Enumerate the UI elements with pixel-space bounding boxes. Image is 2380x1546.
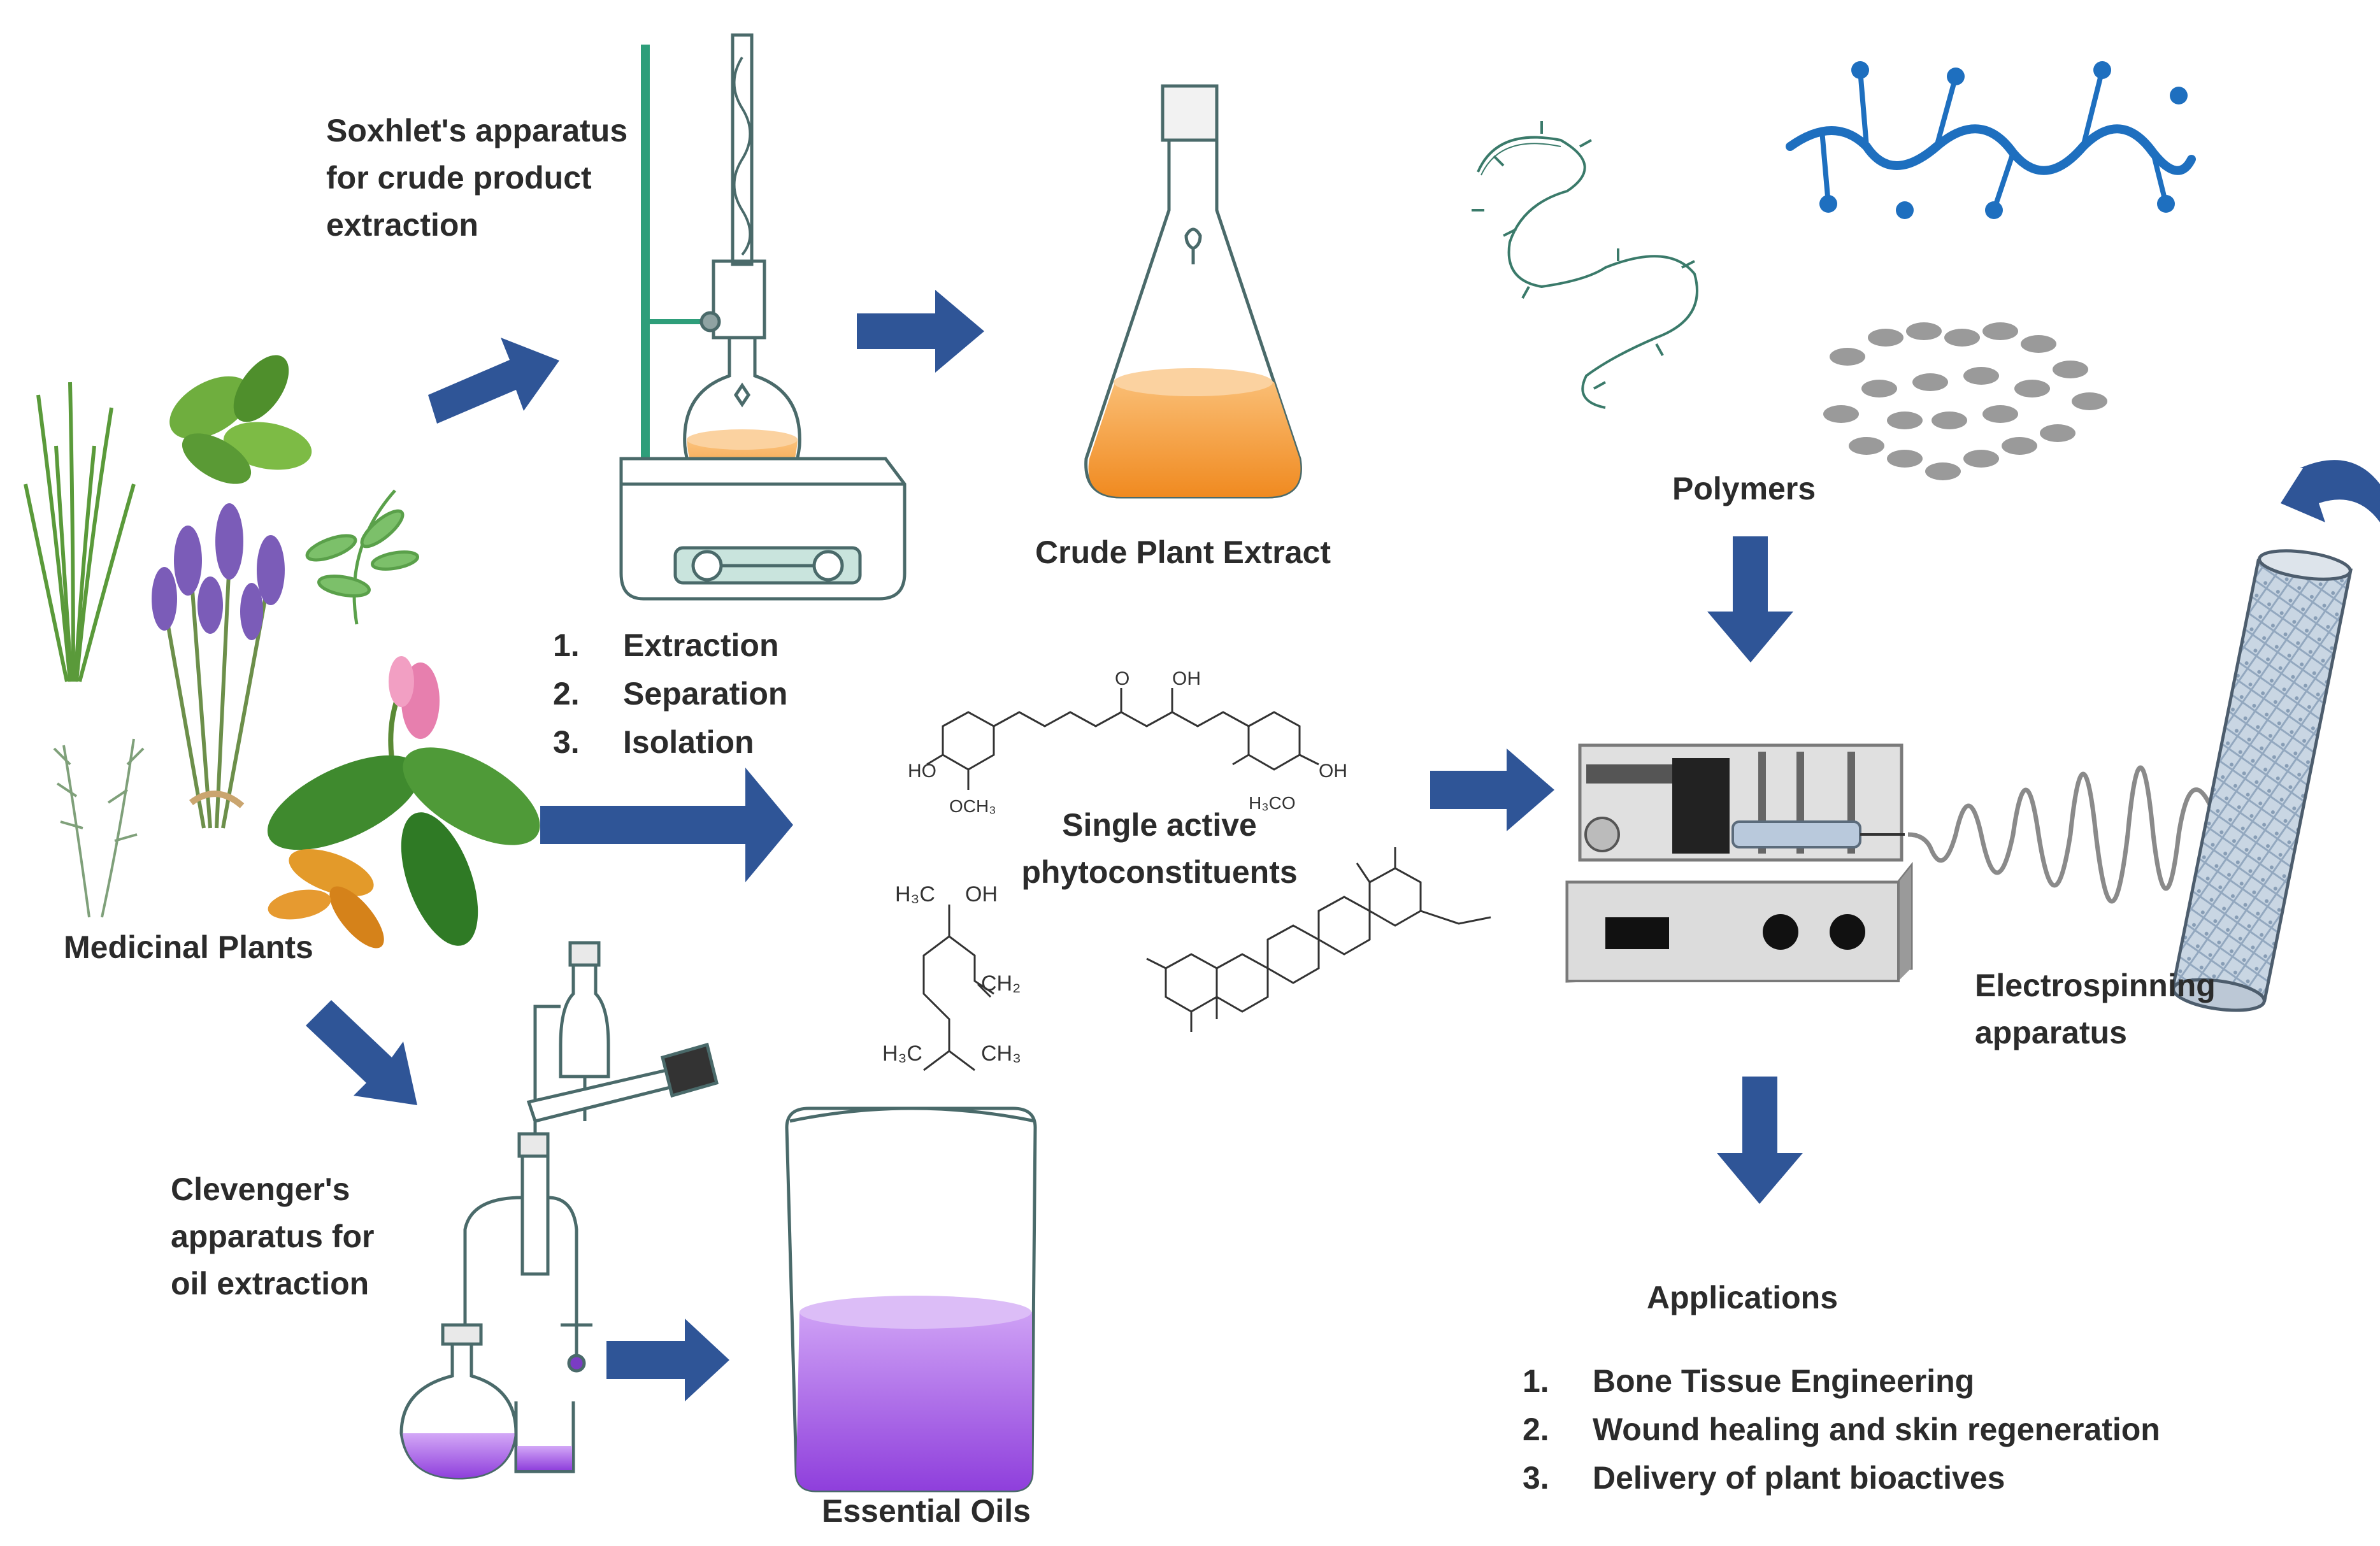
process-step-3-text: Isolation (623, 724, 754, 760)
electrospinning-apparatus-illustration (1565, 743, 2219, 983)
application-item-2-num: 2. (1523, 1412, 1549, 1447)
curcumin-label-o: O (1115, 668, 1129, 689)
application-item-3-text: Delivery of plant bioactives (1593, 1460, 2005, 1496)
polymer-strand-green-icon (1472, 121, 1698, 409)
soxhlet-label-line-1: Soxhlet's apparatus (326, 113, 628, 148)
application-item-1-text: Bone Tissue Engineering (1593, 1363, 1975, 1399)
arrow-plants-to-phyto (540, 768, 793, 882)
process-step-2-num: 2. (553, 676, 580, 712)
crude-extract-flask-illustration (1084, 84, 1302, 499)
linalool-label-ch2: CH₂ (981, 971, 1021, 996)
arrow-phyto-to-electrospinning (1430, 748, 1554, 831)
fern-icon (305, 489, 420, 625)
arrow-plants-to-clevenger (306, 1000, 417, 1105)
process-step-1-text: Extraction (623, 627, 779, 663)
medicinal-plants-illustration (24, 355, 540, 948)
polymer-strand-blue-icon (1786, 61, 2196, 219)
clevenger-label-line-3: oil extraction (171, 1266, 369, 1301)
rotation-arrow-icon (2281, 460, 2380, 522)
curcumin-label-och3: OCH₃ (949, 796, 996, 816)
linalool-label-h3c-top: H₃C (895, 882, 935, 906)
polymers-label: Polymers (1672, 471, 1816, 506)
soxhlet-label: Soxhlet's apparatus for crude product ex… (326, 107, 627, 248)
application-item-2: 2. Wound healing and skin regeneration (1523, 1405, 2160, 1454)
single-active-label-line-2: phytoconstituents (1021, 854, 1298, 890)
essential-oils-label: Essential Oils (822, 1493, 1031, 1529)
process-step-3: 3. Isolation (553, 718, 787, 766)
linalool-label-h3c-bottom: H₃C (882, 1041, 922, 1066)
mint-leaves-icon (169, 355, 312, 484)
grass-icon (24, 382, 136, 682)
clevenger-label-line-2: apparatus for (171, 1219, 375, 1254)
process-step-3-num: 3. (553, 724, 580, 760)
process-step-1: 1. Extraction (553, 621, 787, 669)
arrow-to-applications (1717, 1077, 1803, 1204)
triterpenoid-structure (1146, 847, 1491, 1032)
rosemary-icon (53, 738, 145, 918)
linalool-label-oh: OH (965, 882, 998, 906)
single-active-label-line-1: Single active (1062, 807, 1257, 843)
soxhlet-label-line-2: for crude product (326, 160, 592, 196)
applications-label: Applications (1647, 1280, 1839, 1315)
electrospinning-label: Electrospinning apparatus (1975, 962, 2216, 1056)
clevenger-label-line-1: Clevenger's (171, 1171, 350, 1207)
process-step-2: 2. Separation (553, 669, 787, 718)
lavender-icon (152, 503, 285, 829)
curcumin-label-oh-right: OH (1319, 761, 1347, 782)
linalool-label-ch3: CH₃ (981, 1041, 1021, 1066)
applications-list: 1. Bone Tissue Engineering 2. Wound healin… (1523, 1357, 2160, 1502)
electrospinning-label-line-1: Electrospinning (1975, 968, 2216, 1003)
application-item-1-num: 1. (1523, 1363, 1549, 1399)
process-steps-list: 1. Extraction 2. Separation 3. Isolation (553, 621, 787, 766)
crude-extract-label: Crude Plant Extract (1035, 534, 1331, 570)
application-item-2-text: Wound healing and skin regeneration (1593, 1412, 2160, 1447)
application-item-3: 3. Delivery of plant bioactives (1523, 1454, 2160, 1502)
arrow-clevenger-to-oils (606, 1319, 729, 1401)
electrospinning-label-line-2: apparatus (1975, 1015, 2127, 1050)
medicinal-plants-label: Medicinal Plants (64, 929, 313, 965)
soxhlet-apparatus-illustration (619, 33, 907, 601)
soxhlet-label-line-3: extraction (326, 207, 478, 243)
clevenger-label: Clevenger's apparatus for oil extraction (171, 1166, 375, 1307)
polymer-nanoparticles-icon (1823, 322, 2107, 480)
arrow-polymers-down (1707, 536, 1793, 662)
application-item-3-num: 3. (1523, 1460, 1549, 1496)
curcumin-label-oh-top: OH (1172, 668, 1201, 689)
linalool-structure (922, 905, 994, 1071)
curcumin-label-ho: HO (908, 761, 936, 782)
clevenger-apparatus-illustration (399, 941, 719, 1480)
arrow-plants-to-soxhlet (428, 338, 559, 424)
application-item-1: 1. Bone Tissue Engineering (1523, 1357, 2160, 1405)
curcumin-label-h3co: H₃CO (1249, 793, 1296, 813)
turmeric-plant-icon (267, 656, 540, 948)
essential-oils-beaker-illustration (785, 1106, 1037, 1492)
collector-mandrel-icon (2170, 549, 2353, 1012)
curcumin-structure (926, 688, 1319, 790)
single-active-label: Single active phytoconstituents (1019, 801, 1300, 896)
arrow-soxhlet-to-flask (857, 290, 984, 373)
process-step-2-text: Separation (623, 676, 788, 712)
process-step-1-num: 1. (553, 627, 580, 663)
